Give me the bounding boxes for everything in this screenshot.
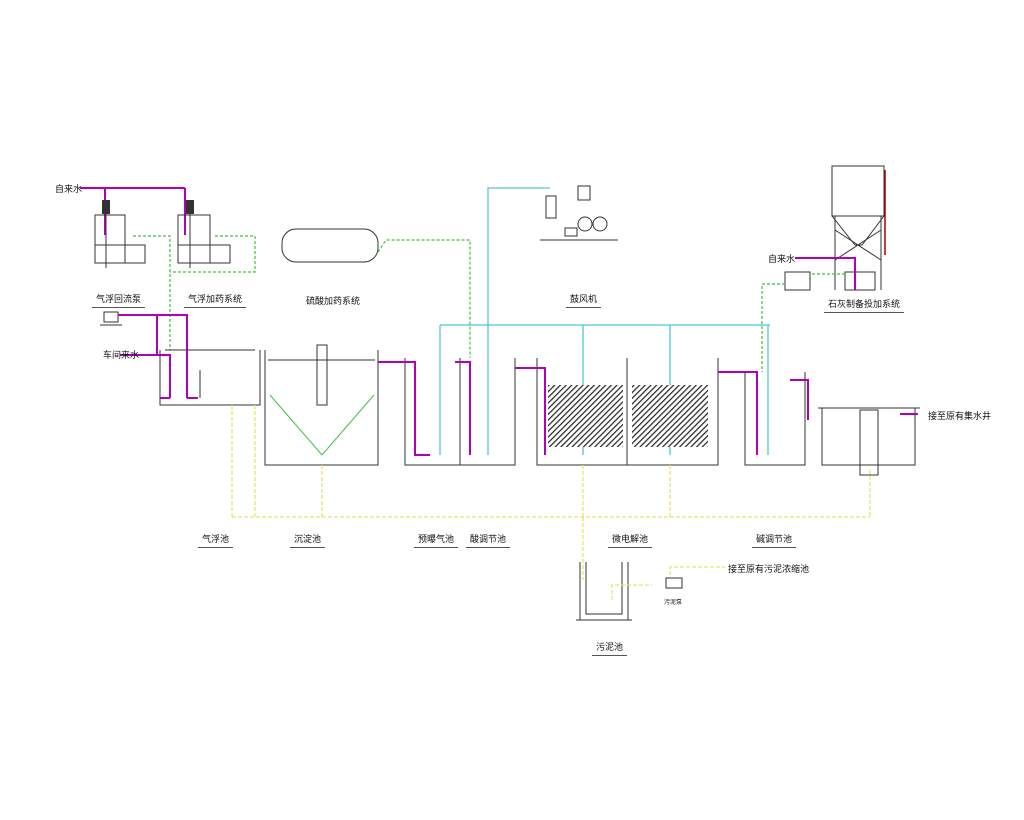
micro-electrolysis-label: 微电解池: [608, 532, 653, 548]
float-chem-line: [133, 235, 256, 350]
pre-aeration-tank: [404, 358, 516, 466]
float-return-pump-label: 气浮回流泵: [92, 292, 146, 308]
return-pump: [100, 311, 122, 326]
tap-water-label-left: 自来水: [55, 185, 83, 195]
acid-dosing-label: 硫酸加药系统: [306, 297, 361, 307]
sludge-pump-label: 污泥泵: [664, 599, 683, 606]
tap-water-line: [80, 187, 186, 235]
sludge-tank-label: 污泥池: [592, 640, 628, 656]
acid-chem-line: [377, 239, 471, 358]
float-dosing-tanks: [94, 200, 231, 268]
pre-aeration-label: 预曝气池: [414, 532, 459, 548]
lime-chem-line: [761, 273, 845, 372]
sludge-pump-symbol: [665, 577, 683, 589]
flotation-label: 气浮池: [198, 532, 234, 548]
lime-dosing-label: 石灰制备投加系统: [824, 297, 905, 313]
acid-regulating-label: 酸调节池: [466, 532, 511, 548]
to-collection-well-label: 接至原有集水井: [928, 412, 992, 422]
collection-well: [818, 407, 920, 476]
workshop-inflow-label: 车间来水: [103, 351, 140, 361]
lime-silo: [784, 165, 886, 291]
blower: [540, 185, 618, 241]
sludge-line: [231, 405, 871, 580]
sludge-tank: [576, 562, 632, 621]
sedimentation-label: 沉淀池: [290, 532, 326, 548]
blower-label: 鼓风机: [566, 292, 602, 308]
tap-water-label-right: 自来水: [768, 255, 796, 265]
to-sludge-thickener-label: 接至原有污泥浓缩池: [728, 565, 810, 575]
float-dosing-label: 气浮加药系统: [184, 292, 247, 308]
sedimentation-tank: [264, 344, 379, 466]
flotation-tank: [159, 349, 261, 406]
alkali-tank: [744, 372, 806, 466]
acid-tank: [281, 228, 379, 263]
alkali-regulating-label: 碱调节池: [752, 532, 797, 548]
micro-electrolysis-tank: [536, 358, 719, 466]
